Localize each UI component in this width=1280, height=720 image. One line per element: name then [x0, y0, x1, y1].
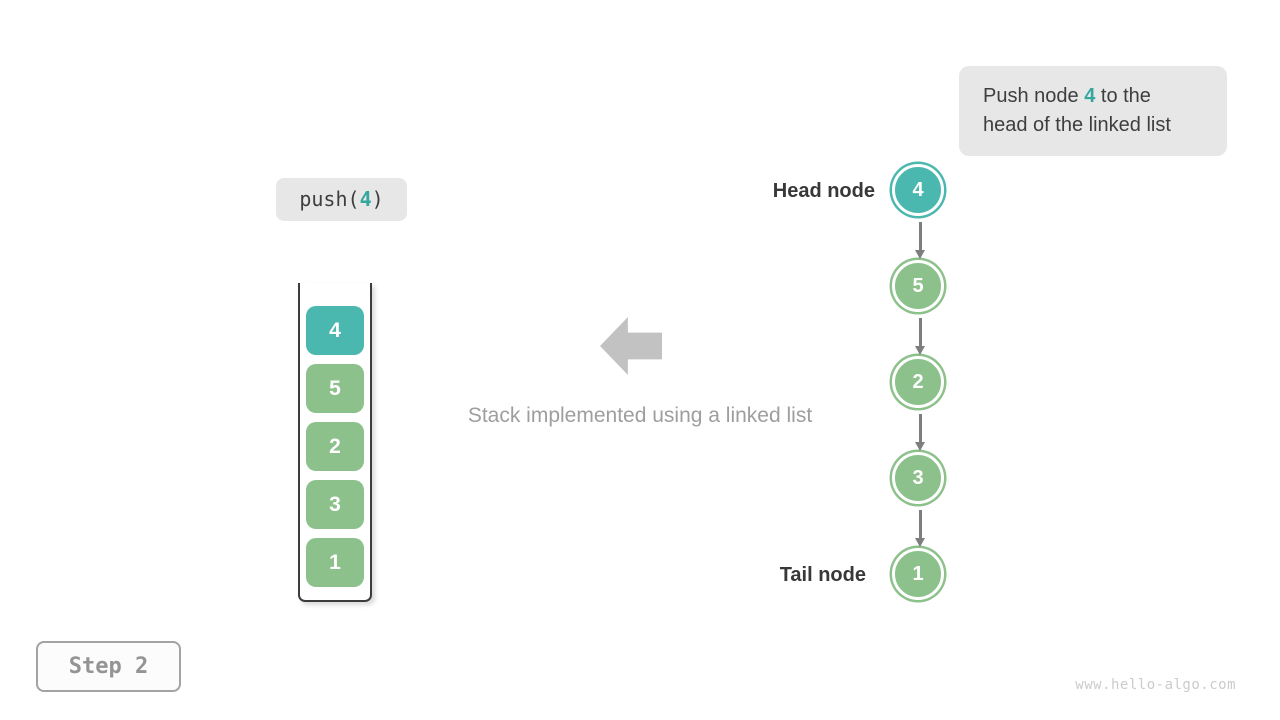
arrow-line: [918, 510, 922, 538]
link-arrow-icon: [913, 222, 927, 260]
callout-highlight: 4: [1084, 85, 1096, 107]
head-node-label: Head node: [772, 180, 875, 202]
callout-text-pre: Push node: [983, 85, 1085, 107]
arrow-line: [918, 222, 922, 250]
list-node: 4: [892, 164, 944, 216]
list-node: 5: [892, 260, 944, 312]
caption: Stack implemented using a linked list: [467, 404, 813, 427]
callout-text-line2: head of the linked list: [983, 114, 1171, 136]
stack-item: 5: [306, 364, 364, 413]
callout-text-post: to the: [1095, 85, 1151, 107]
list-node: 2: [892, 356, 944, 408]
stack-item: 4: [306, 306, 364, 355]
arrow-line: [918, 318, 922, 346]
operation-label: push(4): [276, 178, 407, 221]
arrow-line: [918, 414, 922, 442]
tail-node-label: Tail node: [779, 564, 866, 586]
operation-prefix: push(: [299, 187, 360, 211]
left-block-arrow-icon: [600, 317, 662, 375]
step-badge: Step 2: [36, 641, 181, 692]
stack-container: 4 5 2 3 1: [298, 283, 372, 602]
list-node: 1: [892, 548, 944, 600]
link-arrow-icon: [913, 318, 927, 356]
stack-item: 2: [306, 422, 364, 471]
arrow-head: [915, 250, 925, 259]
arrow-head: [915, 538, 925, 547]
stack-item: 3: [306, 480, 364, 529]
stack-item: 1: [306, 538, 364, 587]
link-arrow-icon: [913, 510, 927, 548]
list-node: 3: [892, 452, 944, 504]
operation-arg: 4: [359, 187, 372, 211]
arrow-head: [915, 346, 925, 355]
arrow-head: [915, 442, 925, 451]
link-arrow-icon: [913, 414, 927, 452]
callout: Push node 4 to the head of the linked li…: [959, 66, 1227, 156]
watermark: www.hello-algo.com: [1075, 677, 1236, 693]
operation-suffix: ): [371, 187, 384, 211]
